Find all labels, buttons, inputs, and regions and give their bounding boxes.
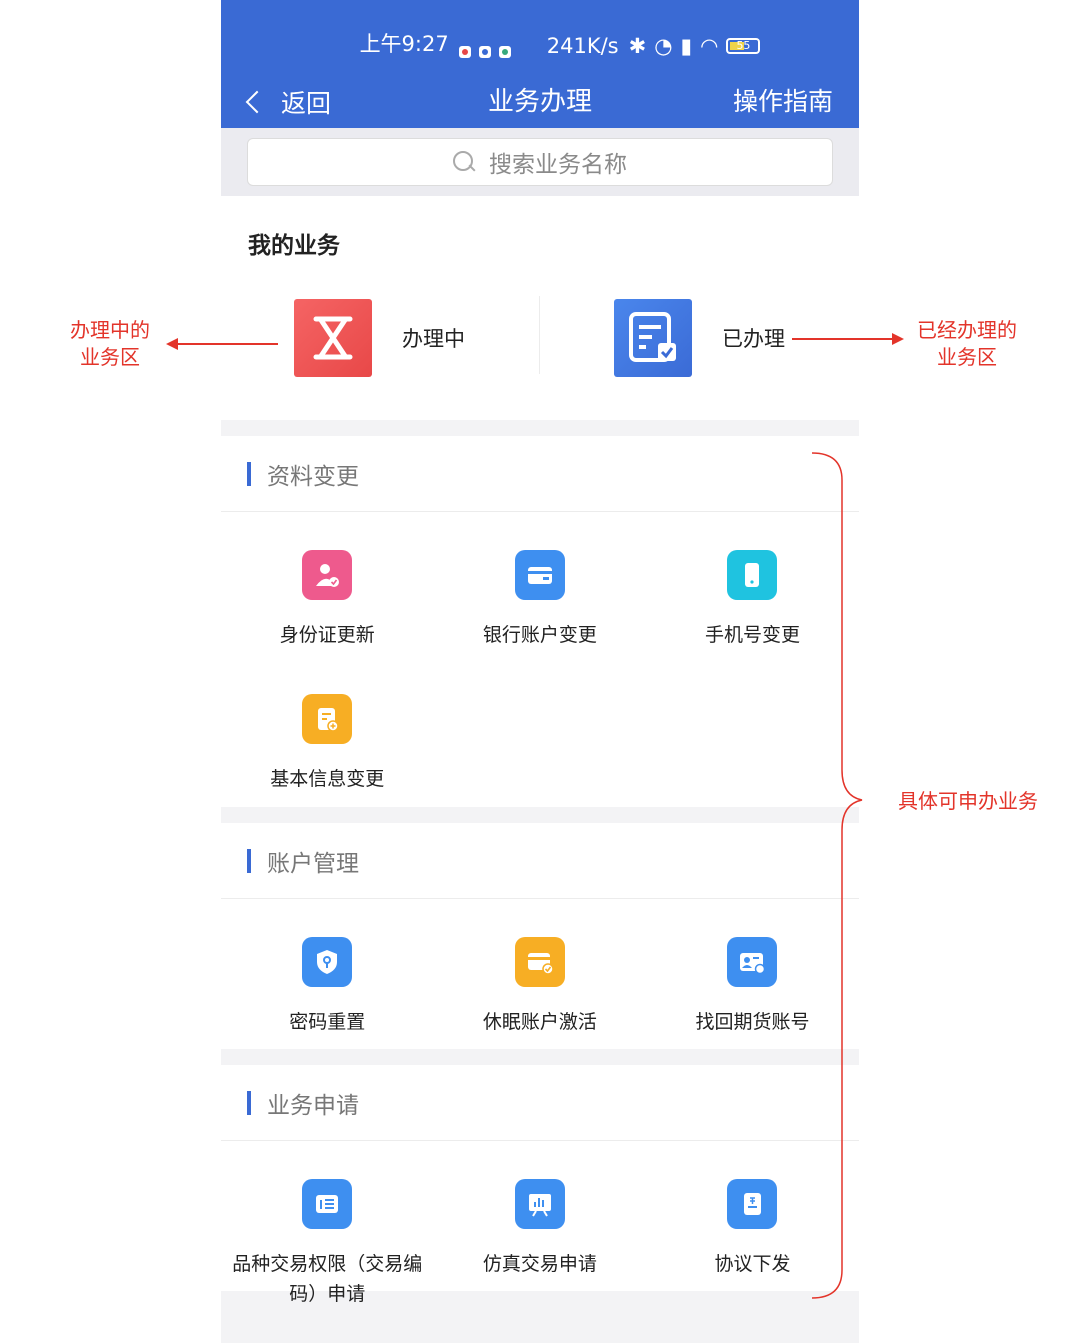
page-title: 业务办理: [487, 87, 592, 117]
service-password-reset[interactable]: 密码重置: [221, 937, 434, 1081]
service-basic-info-change[interactable]: 基本信息变更: [221, 694, 434, 838]
my-business-title: 我的业务: [248, 233, 340, 259]
service-label: 密码重置: [289, 1011, 366, 1033]
in-progress-label: 办理中: [402, 327, 465, 351]
service-label: 基本信息变更: [270, 768, 385, 790]
service-recover-futures-account[interactable]: 找回期货账号: [646, 937, 859, 1081]
section-profile-change: 资料变更 身份证更新 银行账户变更 手机号变更: [221, 436, 859, 807]
service-product-trading-permission[interactable]: 品种交易权限（交易编码）申请: [221, 1179, 434, 1323]
signal-icon: ▮: [680, 34, 693, 58]
service-simulated-trading[interactable]: 仿真交易申请: [434, 1179, 647, 1323]
agreement-doc-icon: [727, 1179, 778, 1229]
contact-card-icon: [727, 937, 778, 987]
section-account-management: 账户管理 密码重置 休眠账户激活 找回期货账号: [221, 823, 859, 1049]
message-icon: [498, 46, 511, 58]
section-accent-bar: [247, 848, 251, 873]
in-progress-tile[interactable]: 办理中: [294, 299, 465, 377]
section-title: 资料变更: [267, 463, 359, 490]
weibo-icon: [458, 46, 471, 58]
section-accent-bar: [247, 1090, 251, 1115]
alarm-icon: ◔: [654, 34, 673, 58]
hourglass-icon: [294, 299, 372, 377]
guide-button[interactable]: 操作指南: [732, 87, 833, 116]
service-label: 仿真交易申请: [482, 1253, 597, 1275]
bluetooth-icon: ✱: [628, 34, 647, 58]
search-area: 搜索业务名称: [221, 128, 859, 196]
search-input[interactable]: 搜索业务名称: [247, 138, 833, 186]
annotation-in-progress-area: 办理中的 业务区: [70, 318, 150, 369]
search-placeholder: 搜索业务名称: [489, 152, 627, 178]
back-button[interactable]: 返回: [243, 76, 331, 128]
completed-tile[interactable]: 已办理: [614, 299, 785, 377]
service-label: 找回期货账号: [695, 1011, 810, 1033]
arrow-right-head: [892, 333, 904, 345]
arrow-left-head: [166, 338, 178, 350]
mobile-phone-icon: [727, 550, 778, 600]
service-id-card-update[interactable]: 身份证更新: [221, 550, 434, 694]
service-label: 品种交易权限（交易编码）申请: [232, 1253, 423, 1305]
qq-icon: [478, 46, 491, 58]
service-grid: 密码重置 休眠账户激活 找回期货账号: [221, 899, 859, 1049]
service-label: 手机号变更: [704, 624, 800, 646]
bank-card-icon: [514, 550, 565, 600]
service-agreement-issuance[interactable]: 协议下发: [646, 1179, 859, 1323]
annotation-available-services: 具体可申办业务: [898, 789, 1038, 813]
service-label: 协议下发: [714, 1253, 791, 1275]
brace-bracket: [811, 452, 863, 1299]
system-icons: ✱ ◔ ▮ ◠ 55: [629, 34, 761, 58]
service-grid: 身份证更新 银行账户变更 手机号变更 基本信息变更: [221, 512, 859, 807]
my-business-panel: 我的业务 办理中: [221, 196, 859, 420]
section-title: 业务申请: [267, 1092, 359, 1119]
annotation-completed-area: 已经办理的 业务区: [917, 318, 1017, 369]
service-phone-change[interactable]: 手机号变更: [646, 550, 859, 694]
notification-icons: [458, 46, 511, 58]
shield-key-icon: [302, 937, 353, 987]
list-icon: [302, 1179, 353, 1229]
card-check-icon: [514, 937, 565, 987]
section-header: 账户管理: [221, 823, 859, 899]
service-dormant-account-activation[interactable]: 休眠账户激活: [434, 937, 647, 1081]
nav-bar: 返回 业务办理 操作指南: [221, 76, 859, 128]
divider: [539, 296, 540, 374]
document-edit-icon: [302, 694, 353, 744]
search-icon: [453, 151, 475, 173]
back-label: 返回: [281, 89, 332, 118]
arrow-left-line: [176, 343, 278, 345]
id-card-person-icon: [302, 550, 353, 600]
section-business-application: 业务申请 品种交易权限（交易编码）申请 仿真交易申请 协议下发: [221, 1065, 859, 1305]
section-header: 资料变更: [221, 436, 859, 512]
status-bar: 上午9:27 241K/s ✱ ◔ ▮ ◠ 55: [221, 0, 859, 76]
completed-label: 已办理: [722, 327, 785, 351]
service-label: 休眠账户激活: [482, 1011, 597, 1033]
arrow-right-line: [792, 338, 894, 340]
service-grid: 品种交易权限（交易编码）申请 仿真交易申请 协议下发: [221, 1141, 859, 1305]
service-label: 银行账户变更: [482, 624, 597, 646]
service-label: 身份证更新: [279, 624, 375, 646]
battery-icon: 55: [726, 38, 761, 54]
section-accent-bar: [247, 461, 251, 486]
presentation-chart-icon: [514, 1179, 565, 1229]
phone-screen: 上午9:27 241K/s ✱ ◔ ▮ ◠ 55 返回 业务办理 操作指南 搜索…: [221, 0, 859, 1343]
section-title: 账户管理: [267, 850, 359, 877]
network-speed: 241K/s: [546, 34, 619, 58]
section-header: 业务申请: [221, 1065, 859, 1141]
document-check-icon: [614, 299, 692, 377]
service-bank-account-change[interactable]: 银行账户变更: [434, 550, 647, 694]
wifi-icon: ◠: [700, 34, 719, 58]
status-time: 上午9:27: [359, 32, 449, 56]
